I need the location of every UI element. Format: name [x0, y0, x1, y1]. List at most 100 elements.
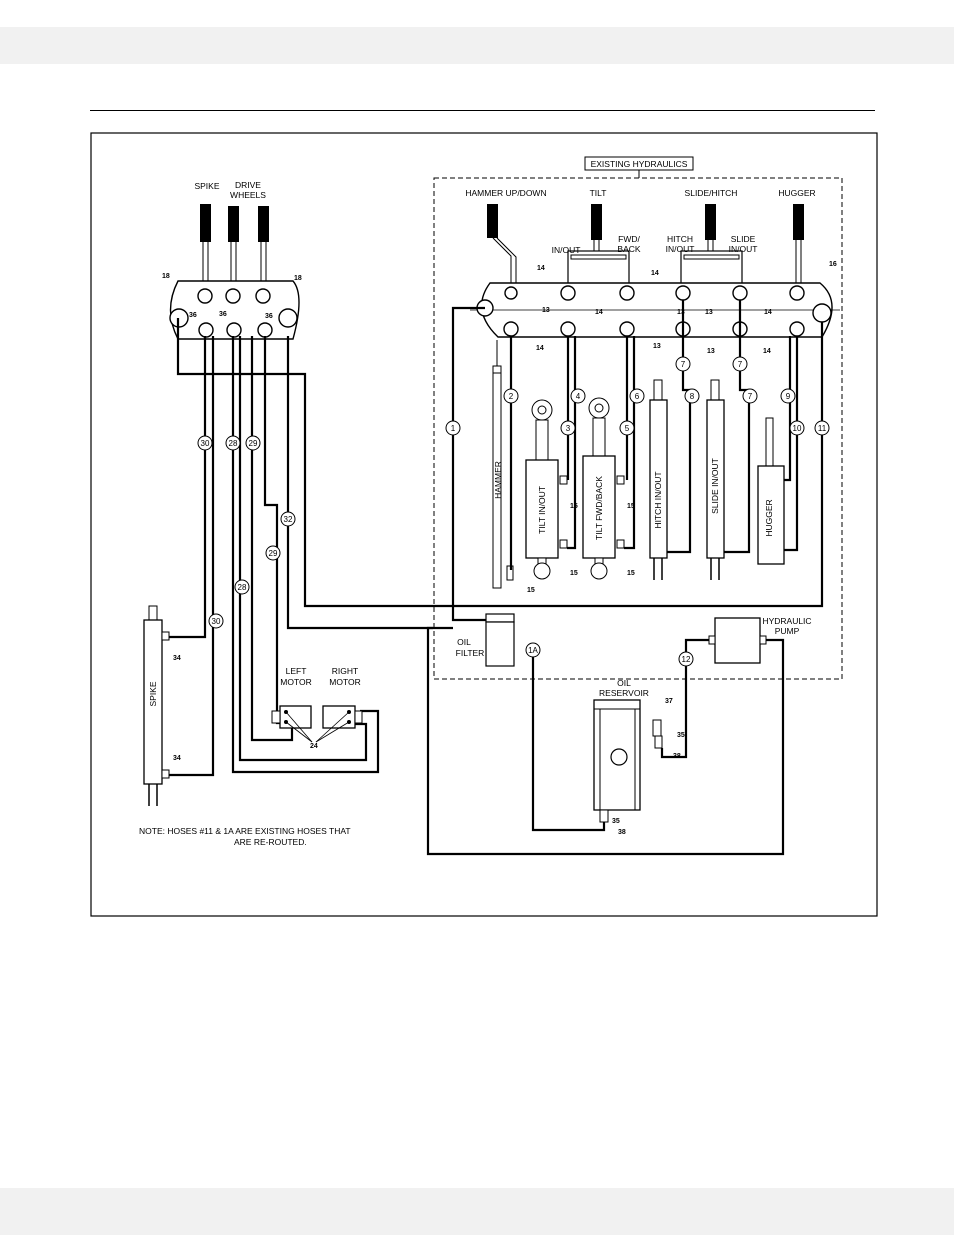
hydraulic-pump-label-1: HYDRAULIC [762, 616, 811, 626]
hugger-control-label: HUGGER [778, 188, 815, 198]
part-15-b: 15 [570, 570, 578, 577]
hugger-lever-handle [793, 204, 804, 240]
tilt-in-out-label: TILT IN/OUT [537, 486, 547, 534]
part-36-b: 36 [219, 311, 227, 318]
fwd-back-label-1: FWD/ [618, 234, 640, 244]
oil-reservoir-label-2: RESERVOIR [599, 688, 649, 698]
tilt-control-label: TILT [590, 188, 607, 198]
part-38-b: 38 [618, 829, 626, 836]
hose-number-bubbles [197, 356, 830, 667]
right-motor-label-2: MOTOR [329, 677, 360, 687]
part-14-f: 14 [763, 348, 771, 355]
hammer-lever-handle [487, 204, 498, 238]
part-18-right: 18 [294, 275, 302, 282]
hose-7-a: 7 [681, 360, 686, 369]
oil-reservoir-label-1: OIL [617, 678, 631, 688]
new-hoses [169, 336, 433, 777]
part-36-c: 36 [265, 313, 273, 320]
footer-band [0, 1188, 954, 1235]
fwd-back-label-2: BACK [617, 244, 640, 254]
hose-29-b: 29 [269, 549, 278, 558]
slide-hitch-control-label: SLIDE/HITCH [685, 188, 738, 198]
spike-control-label: SPIKE [194, 181, 219, 191]
hose-1: 1 [451, 424, 456, 433]
drive-right-lever-handle [258, 206, 269, 242]
hitch-in-out-label-1: HITCH [667, 234, 693, 244]
tilt-fwd-back-label: TILT FWD/BACK [594, 476, 604, 540]
in-out-label: IN/OUT [552, 245, 581, 255]
part-35-a: 35 [677, 732, 685, 739]
drive-left-lever-handle [228, 206, 239, 242]
part-13-a: 13 [542, 307, 550, 314]
existing-control-levers [487, 204, 804, 285]
hose-28-b: 28 [238, 583, 247, 592]
hose-32: 32 [284, 515, 293, 524]
slide-in-out-label-1: SLIDE [731, 234, 756, 244]
tilt-in-out-cylinder [525, 399, 568, 580]
hose-8: 8 [690, 392, 695, 401]
hose-7-b: 7 [738, 360, 743, 369]
left-control-levers [200, 204, 269, 290]
hose-28-a: 28 [229, 439, 238, 448]
oil-filter-label-1: OIL [457, 637, 471, 647]
hose-3: 3 [566, 424, 571, 433]
slide-in-out-label: SLIDE IN/OUT [710, 458, 720, 514]
hammer-control-label: HAMMER UP/DOWN [465, 188, 546, 198]
hose-number-labels: 1 1A 2 3 4 5 6 7 8 7 7 9 10 11 12 30 28 … [201, 360, 827, 664]
hose-12: 12 [682, 655, 691, 664]
hydraulic-pump-label-2: PUMP [775, 626, 800, 636]
part-24: 24 [310, 743, 318, 750]
part-14-e: 14 [536, 345, 544, 352]
part-15-e: 15 [527, 587, 535, 594]
slide-in-out-cylinder [706, 379, 725, 580]
hydraulic-pump [708, 617, 767, 664]
left-motor-label-2: MOTOR [280, 677, 311, 687]
hose-29-a: 29 [249, 439, 258, 448]
part-13-e: 13 [707, 348, 715, 355]
note-line-2: ARE RE-ROUTED. [234, 837, 307, 847]
tilt-fwd-back-cylinder [582, 397, 625, 580]
part-14-c: 14 [595, 309, 603, 316]
oil-filter [485, 613, 515, 667]
hitch-in-out-cylinder [649, 379, 668, 580]
part-35-b: 35 [612, 818, 620, 825]
hose-2: 2 [509, 392, 514, 401]
part-34-b: 34 [173, 755, 181, 762]
tilt-lever-handle [591, 204, 602, 240]
hose-5: 5 [625, 424, 630, 433]
hose-7-c: 7 [748, 392, 753, 401]
hugger-cylinder [757, 417, 785, 565]
slide-in-out-label-2: IN/OUT [729, 244, 758, 254]
part-38-a: 38 [673, 753, 681, 760]
part-36-a: 36 [189, 312, 197, 319]
hitch-in-out-label-2: IN/OUT [666, 244, 695, 254]
part-13-d: 13 [653, 343, 661, 350]
hose-1a: 1A [528, 646, 538, 655]
part-13-b: 13 [677, 309, 685, 316]
left-motor-label-1: LEFT [286, 666, 307, 676]
part-16: 16 [829, 261, 837, 268]
hammer-cylinder [492, 340, 514, 589]
part-34-a: 34 [173, 655, 181, 662]
hose-11: 11 [818, 424, 827, 433]
part-37: 37 [665, 698, 673, 705]
drive-control-label-1: DRIVE [235, 180, 261, 190]
note-line-1: NOTE: HOSES #11 & 1A ARE EXISTING HOSES … [139, 826, 351, 836]
hammer-cylinder-label: HAMMER [493, 461, 503, 499]
oil-reservoir [593, 699, 663, 823]
hugger-cylinder-label: HUGGER [764, 499, 774, 536]
existing-hydraulics-region [433, 177, 843, 680]
hitch-in-out-label: HITCH IN/OUT [653, 471, 663, 528]
spike-cylinder [143, 605, 170, 806]
hose-10: 10 [793, 424, 802, 433]
hose-30-a: 30 [201, 439, 210, 448]
slide-hitch-lever-handle [705, 204, 716, 240]
existing-hydraulics-title: EXISTING HYDRAULICS [591, 159, 688, 169]
hose-6: 6 [635, 392, 640, 401]
right-motor-label-1: RIGHT [332, 666, 358, 676]
part-14-b: 14 [651, 270, 659, 277]
part-13-c: 13 [705, 309, 713, 316]
part-18-left: 18 [162, 273, 170, 280]
part-14-d: 14 [764, 309, 772, 316]
